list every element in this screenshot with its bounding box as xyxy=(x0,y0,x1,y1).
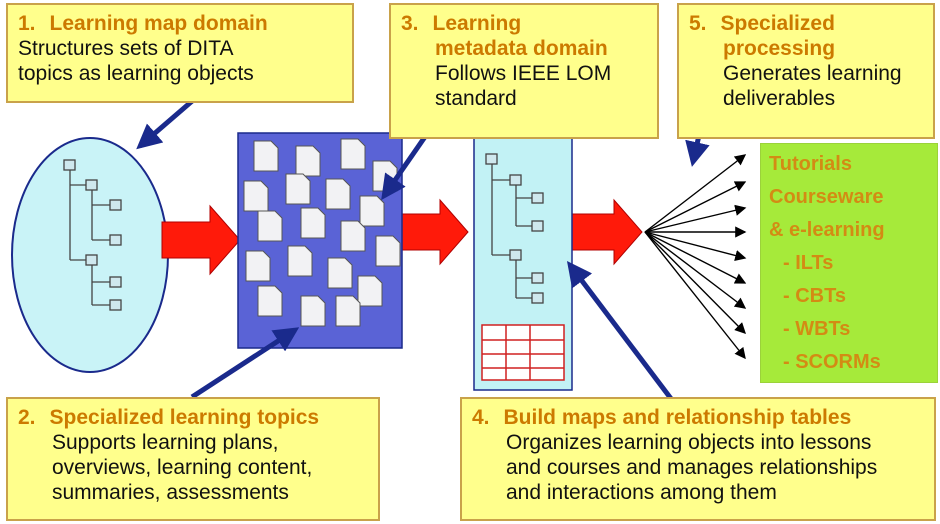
callout-4-line-3: and interactions among them xyxy=(506,481,777,504)
callout-4-title: 4. Build maps and relationship tables xyxy=(472,405,924,430)
output-arrows xyxy=(644,154,747,360)
topic-document-icon xyxy=(340,220,366,252)
callout-4-title-text: Build maps and relationship tables xyxy=(503,406,852,429)
topic-document-icon xyxy=(295,145,321,177)
output-arrow xyxy=(644,231,747,284)
topic-document-icon xyxy=(285,173,311,205)
deliverable-ilts: - ILTs xyxy=(783,252,834,274)
relationship-table-icon xyxy=(481,324,565,381)
callout-3-number: 3. xyxy=(401,12,419,35)
output-arrow xyxy=(644,181,747,233)
callout-3-line-2: standard xyxy=(435,87,517,110)
topic-document-icon xyxy=(359,195,385,227)
deliverable-scorms: - SCORMs xyxy=(783,351,881,373)
map-tree-icon xyxy=(63,159,122,311)
callout-2-number: 2. xyxy=(18,406,36,429)
callout-3-title: 3. Learning xyxy=(401,11,647,36)
callout-5-title: 5. Specialized xyxy=(689,11,923,36)
flow-arrow-icon xyxy=(161,198,643,276)
topic-document-icon xyxy=(257,210,283,242)
topic-document-icon xyxy=(375,235,401,267)
topic-document-icon xyxy=(357,275,383,307)
deliverable-tutorials: Tutorials xyxy=(769,153,852,175)
callout-1-line-2: topics as learning objects xyxy=(18,62,254,85)
topic-document-icon xyxy=(243,180,269,212)
output-arrow xyxy=(644,231,747,309)
deliverable-wbts: - WBTs xyxy=(783,318,851,340)
output-arrow xyxy=(644,231,746,360)
topic-document-icon xyxy=(287,245,313,277)
output-arrow xyxy=(644,204,747,233)
callout-1-line-1: Structures sets of DITA xyxy=(18,37,234,60)
output-arrow xyxy=(644,231,747,261)
callout-build-maps: 4. Build maps and relationship tables Org… xyxy=(460,397,936,521)
callout-learning-map-domain: 1. Learning map domain Structures sets of… xyxy=(6,3,354,103)
callout-5-number: 5. xyxy=(689,12,707,35)
callout-5-title-line-1: Specialized xyxy=(720,12,835,35)
deliverables-box: Tutorials Courseware & e-learning - ILTs… xyxy=(760,143,938,383)
callout-2-line-1: Supports learning plans, xyxy=(52,431,279,454)
topic-document-icon xyxy=(335,295,361,327)
callout-1-title: 1. Learning map domain xyxy=(18,11,342,36)
callout-specialized-learning-topics: 2. Specialized learning topics Supports l… xyxy=(6,397,380,521)
callout-3-title-line-1: Learning xyxy=(432,12,522,35)
deliverable-courseware: Courseware xyxy=(769,186,884,208)
callout-5-line-1: Generates learning xyxy=(723,62,902,85)
callout-3-line-1: Follows IEEE LOM xyxy=(435,62,612,85)
callout-1-number: 1. xyxy=(18,12,36,35)
topic-document-icon xyxy=(245,250,271,282)
callout-4-line-1: Organizes learning objects into lessons xyxy=(506,431,872,454)
topic-document-icon xyxy=(327,257,353,289)
callout-2-title: 2. Specialized learning topics xyxy=(18,405,368,430)
deliverable-cbts: - CBTs xyxy=(783,285,846,307)
topic-document-icon xyxy=(300,207,326,239)
output-arrow xyxy=(644,231,746,334)
topic-document-icon xyxy=(300,295,326,327)
topic-document-icon xyxy=(340,138,366,170)
callout-learning-metadata-domain: 3. Learning metadata domain Follows IEEE … xyxy=(389,3,659,139)
callout-5-line-2: deliverables xyxy=(723,87,836,110)
topic-document-icon xyxy=(257,285,283,317)
map-tree-icon-2 xyxy=(485,153,544,304)
callout-2-line-3: summaries, assessments xyxy=(52,481,289,504)
topic-document-icon xyxy=(325,178,351,210)
callout-4-number: 4. xyxy=(472,406,490,429)
callout-1-title-text: Learning map domain xyxy=(49,12,268,35)
deliverable-e-learning: & e-learning xyxy=(769,219,885,241)
output-arrow xyxy=(644,154,747,233)
topic-document-icon xyxy=(253,140,279,172)
callout-5-title-line-2: processing xyxy=(723,37,836,60)
callout-specialized-processing: 5. Specialized processing Generates learn… xyxy=(677,3,935,139)
topic-documents xyxy=(243,138,401,327)
callout-2-line-2: overviews, learning content, xyxy=(52,456,313,479)
callout-3-title-line-2: metadata domain xyxy=(435,37,608,60)
callout-4-line-2: and courses and manages relationships xyxy=(506,456,878,479)
callout-2-title-text: Specialized learning topics xyxy=(49,406,320,429)
